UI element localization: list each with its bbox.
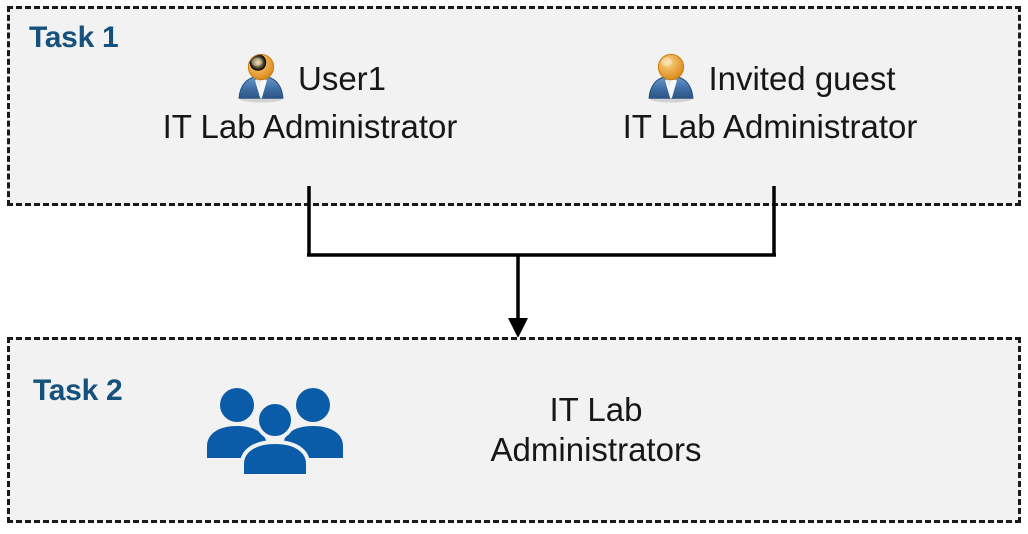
person-role: IT Lab Administrator (622, 108, 918, 145)
task-1-title: Task 1 (29, 21, 119, 54)
task-1-container (7, 6, 1021, 206)
user-group-icon (207, 388, 343, 478)
group-label-line-1: IT Lab (549, 390, 643, 428)
user-icon (648, 53, 694, 103)
group-label-line-2: Administrators (490, 431, 702, 468)
person-name-row: Invited guest (580, 50, 960, 106)
task-2-title: Task 2 (33, 374, 123, 407)
person-entry-user1: User1 IT Lab Administrator (120, 50, 500, 143)
group-entry: IT Lab Administrators (200, 382, 820, 478)
person-name-row: User1 (120, 50, 500, 106)
person-role: IT Lab Administrator (162, 108, 458, 145)
group-label: IT Lab Administrators (372, 390, 820, 471)
person-entry-invited-guest: Invited guest IT Lab Administrator (580, 50, 960, 143)
person-name: Invited guest (708, 59, 896, 97)
person-name: User1 (297, 59, 387, 97)
task-2-container (7, 337, 1021, 523)
user-icon (238, 53, 284, 103)
